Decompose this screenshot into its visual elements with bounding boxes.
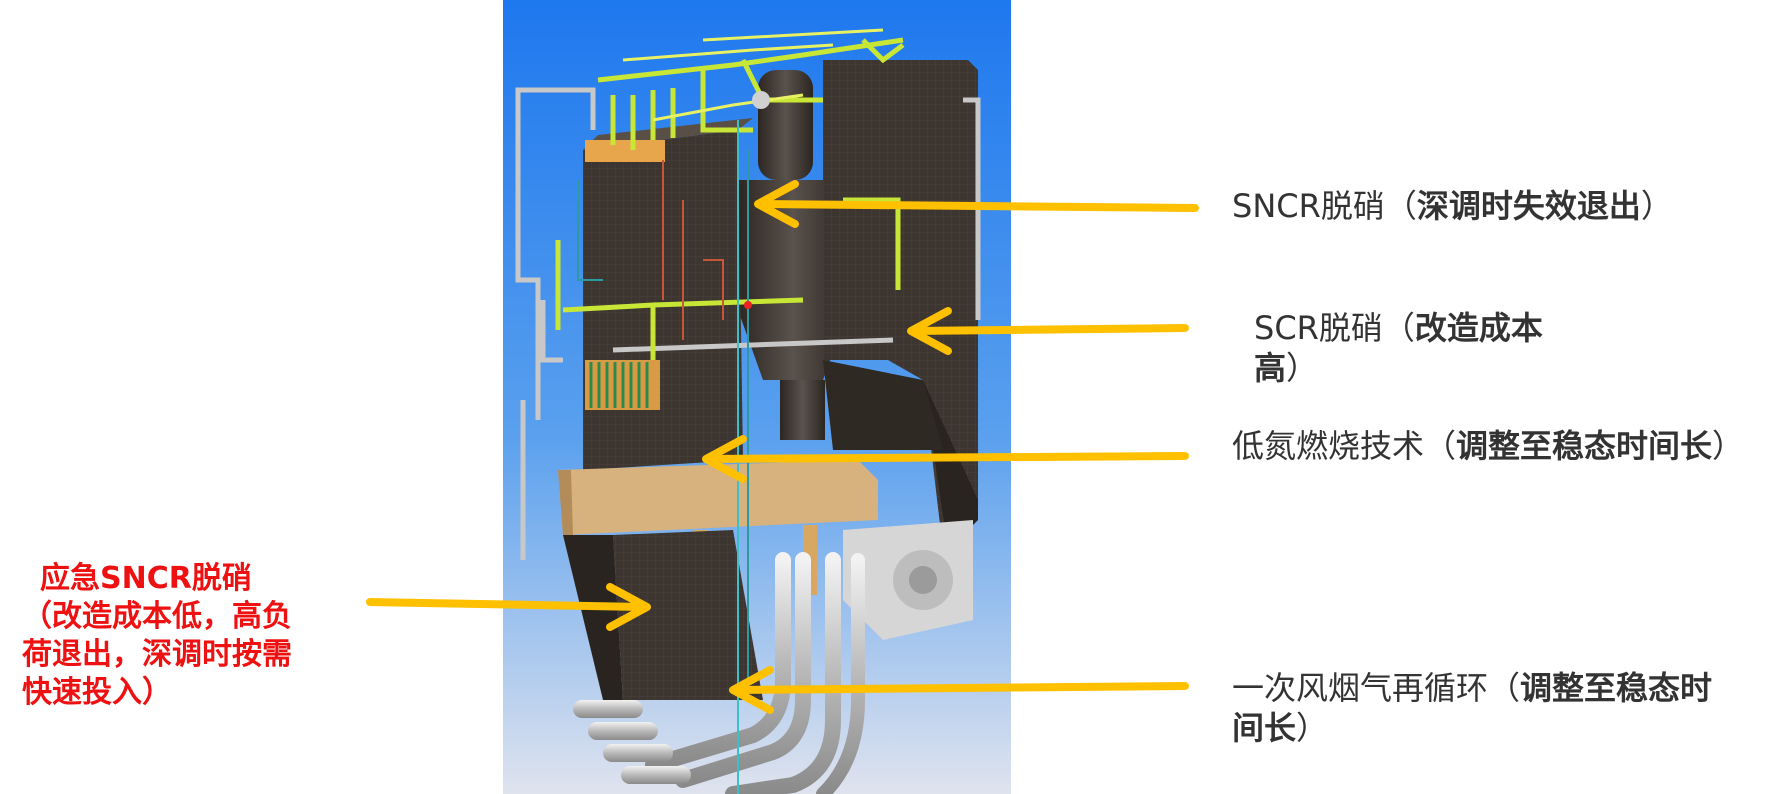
label-emergency-line1: 应急SNCR脱硝 bbox=[40, 561, 252, 596]
burner-nozzles bbox=[573, 700, 691, 784]
label-fgr-note-line1: 调整至稳态时 bbox=[1520, 669, 1713, 707]
boiler-illustration bbox=[503, 0, 1011, 794]
label-emergency-line4: 快速投入） bbox=[22, 675, 172, 710]
label-low-nox-close: ） bbox=[1712, 427, 1745, 465]
label-scr-close: ） bbox=[1286, 349, 1319, 387]
label-low-nox-name: 低氮燃烧技术 bbox=[1232, 427, 1425, 465]
label-scr-name: SCR脱硝 bbox=[1254, 309, 1383, 347]
label-sncr-name: SNCR脱硝 bbox=[1232, 187, 1385, 225]
steam-drum bbox=[752, 91, 770, 109]
label-sncr: SNCR脱硝（深调时失效退出） bbox=[1232, 186, 1673, 226]
furnace-hopper bbox=[563, 530, 763, 700]
label-sncr-note: 深调时失效退出 bbox=[1416, 187, 1641, 225]
label-fgr-note-line2: 间长 bbox=[1232, 709, 1297, 747]
label-emergency-line2: （改造成本低，高负 bbox=[22, 599, 292, 634]
ash-cooler bbox=[843, 520, 973, 640]
steam-pipework-bright bbox=[622, 28, 884, 122]
sensor-point bbox=[744, 301, 752, 309]
label-fgr: 一次风烟气再循环（调整至稳态时 间长） bbox=[1232, 668, 1712, 748]
label-emergency-line3: 荷退出，深调时按需 bbox=[22, 637, 292, 672]
label-low-nox-open: （ bbox=[1424, 427, 1457, 465]
label-fgr-name: 一次风烟气再循环 bbox=[1232, 669, 1489, 707]
label-scr-note-line2: 高 bbox=[1254, 349, 1287, 387]
label-scr-note-line1: 改造成本 bbox=[1414, 309, 1543, 347]
label-emergency-sncr: 应急SNCR脱硝 （改造成本低，高负 荷退出，深调时按需 快速投入） bbox=[22, 560, 292, 712]
label-scr-open: （ bbox=[1382, 309, 1415, 347]
label-sncr-open: （ bbox=[1384, 187, 1417, 225]
label-low-nox: 低氮燃烧技术（调整至稳态时间长） bbox=[1232, 426, 1744, 466]
label-sncr-close: ） bbox=[1640, 187, 1673, 225]
boiler-model-svg bbox=[503, 0, 1011, 794]
handrail-pipes bbox=[515, 87, 981, 560]
furnace-body bbox=[583, 118, 753, 470]
primary-air-ducts bbox=[645, 552, 865, 794]
label-fgr-close: ） bbox=[1296, 709, 1329, 747]
label-low-nox-note: 调整至稳态时间长 bbox=[1456, 427, 1713, 465]
tail-flue bbox=[888, 60, 978, 550]
label-scr: SCR脱硝（改造成本 高） bbox=[1254, 308, 1543, 388]
label-fgr-open: （ bbox=[1488, 669, 1521, 707]
